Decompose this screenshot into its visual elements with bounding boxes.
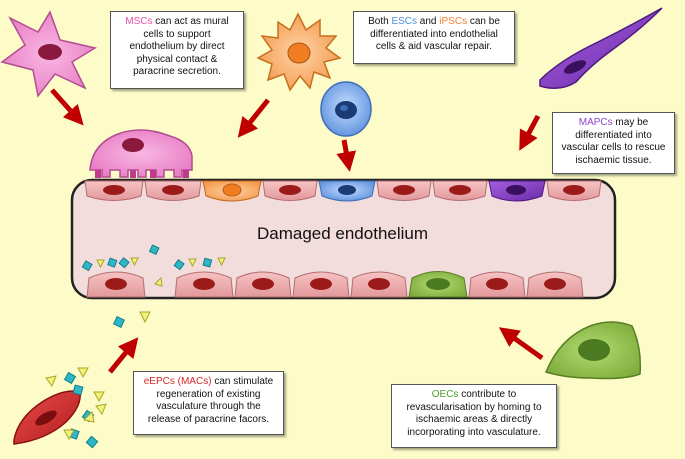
endothelial-cell <box>144 180 202 201</box>
epc-abbr: eEPCs (MACs) <box>143 376 212 387</box>
epc-description: can stimulate regeneration of existing v… <box>147 376 274 425</box>
arrow-msc <box>50 88 84 126</box>
paracrine-factors-outside <box>45 311 151 449</box>
endothelial-cell <box>376 180 432 201</box>
endothelial-cell <box>468 271 526 298</box>
endothelial-cell <box>84 180 144 201</box>
msc-description: can act as mural cells to support endoth… <box>129 16 229 77</box>
oec-cell <box>544 321 642 380</box>
endothelial-cell <box>546 180 602 201</box>
arrow-ipsc <box>336 139 357 172</box>
vessel-label: Damaged endothelium <box>256 224 429 243</box>
mapc-derived-endothelial-cell <box>488 180 546 202</box>
arrow-epc <box>108 337 139 374</box>
bottom-endothelial-lining <box>86 271 584 298</box>
esc-ipsc-mid: and <box>417 16 440 27</box>
oec-description: contribute to revascularisation by homin… <box>406 389 542 438</box>
esc-derived-endothelial-cell <box>202 180 262 202</box>
mapc-cell <box>539 7 663 89</box>
ipsc-abbr: iPSCs <box>439 16 468 27</box>
msc-mural-cell <box>89 129 193 178</box>
esc-ipsc-info-box: Both ESCs and iPSCs can be differentiate… <box>353 11 515 64</box>
oec-abbr: OECs <box>431 389 459 400</box>
endothelial-cell <box>86 271 146 298</box>
arrows <box>50 88 544 374</box>
msc-info-box: MSCs can act as mural cells to support e… <box>110 11 244 89</box>
msc-cell <box>0 10 97 98</box>
epc-info-box: eEPCs (MACs) can stimulate regeneration … <box>133 371 284 435</box>
ipsc-cell <box>320 81 372 137</box>
arrow-esc <box>237 98 270 138</box>
endothelial-cell <box>234 271 292 298</box>
endothelial-cell <box>262 180 318 201</box>
paracrine-factors-in-vessel <box>81 244 226 287</box>
endothelial-cell <box>526 271 584 298</box>
esc-ipsc-description: can be differentiated into endothelial c… <box>370 16 500 52</box>
ipsc-derived-endothelial-cell <box>318 180 376 202</box>
endothelial-cell <box>350 271 408 298</box>
endothelial-cell <box>174 271 234 298</box>
esc-ipsc-prefix: Both <box>368 16 392 27</box>
oec-derived-endothelial-cell <box>408 271 468 298</box>
esc-abbr: ESCs <box>391 16 418 27</box>
mapc-info-box: MAPCs may be differentiated into vascula… <box>552 112 675 174</box>
endothelial-cell <box>292 271 350 298</box>
arrow-oec <box>498 327 544 361</box>
arrow-mapc <box>519 114 541 151</box>
endothelial-cell <box>432 180 488 201</box>
esc-cell <box>256 12 342 92</box>
mapc-description: may be differentiated into vascular cell… <box>561 117 666 166</box>
oec-info-box: OECs contribute to revascularisation by … <box>391 384 557 448</box>
msc-abbr: MSCs <box>125 16 153 27</box>
mapc-abbr: MAPCs <box>578 117 613 128</box>
top-endothelial-lining <box>84 180 602 202</box>
vessel-wall <box>70 178 617 300</box>
